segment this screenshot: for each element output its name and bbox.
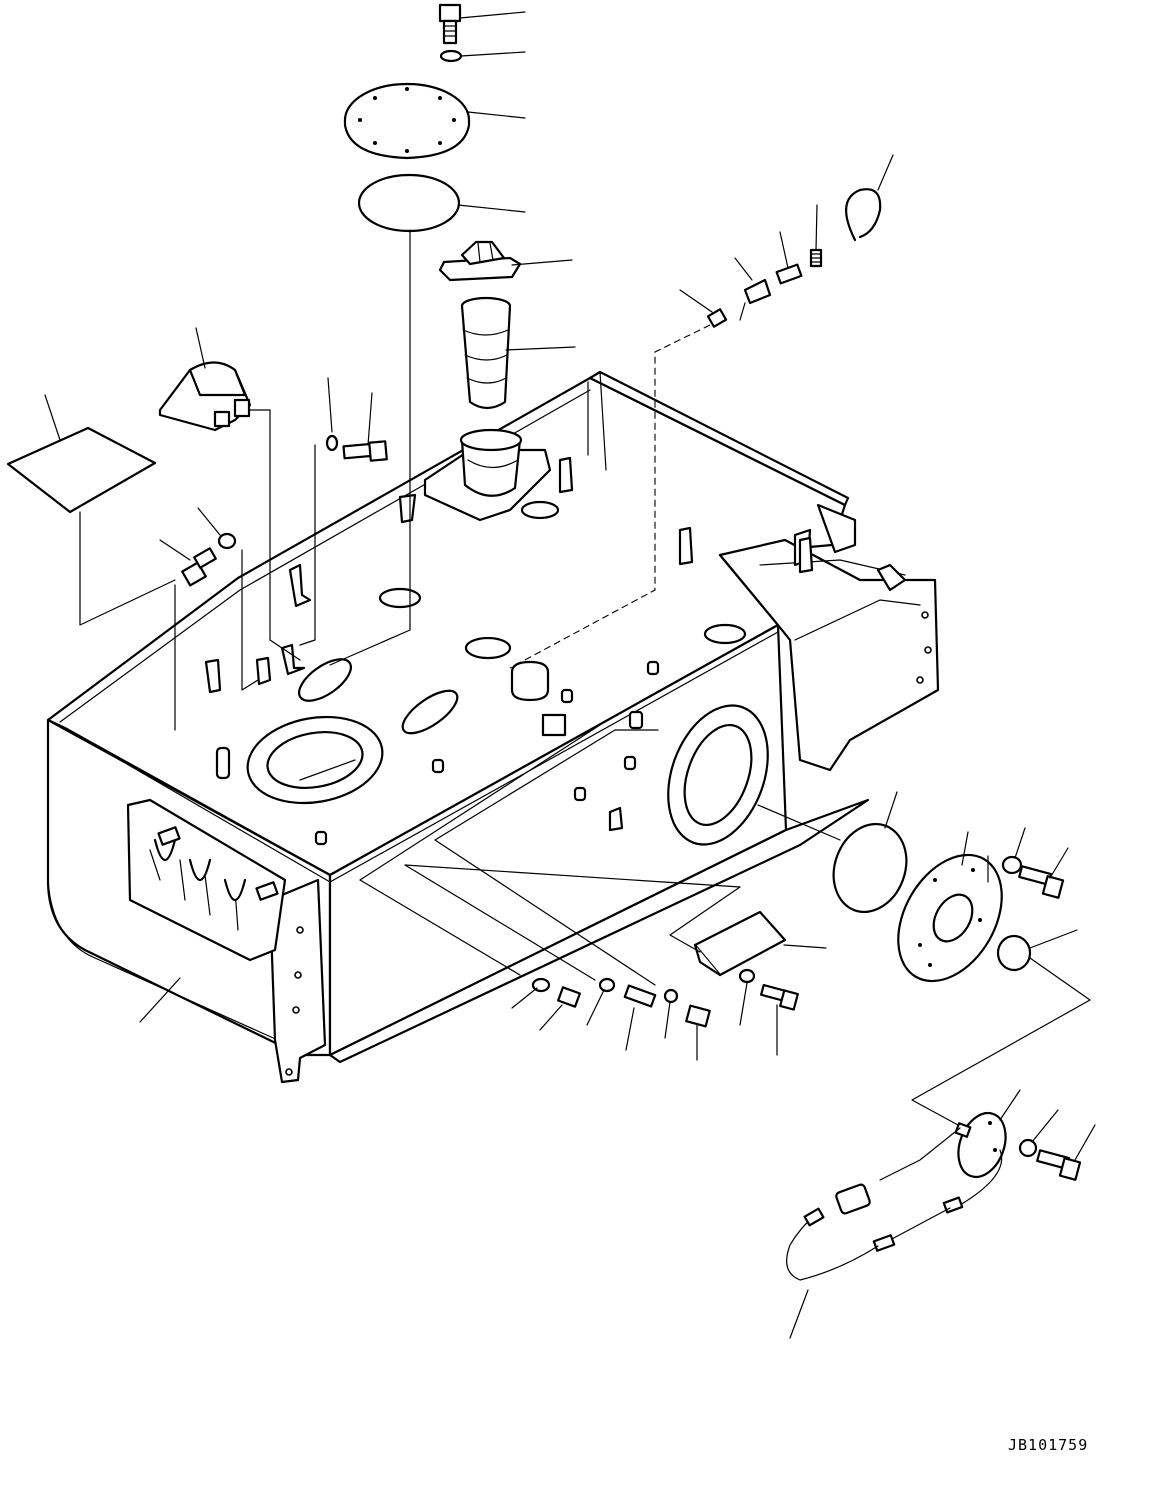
drain-fitting — [743, 278, 772, 305]
fuel-tank-body — [46, 370, 940, 1084]
side-gasket — [832, 822, 908, 914]
drawing-number: JB101759 — [1008, 1436, 1089, 1454]
warning-label — [6, 426, 157, 514]
top-port-flange — [246, 715, 384, 805]
sensor-gasket — [996, 934, 1032, 972]
bracket-washer — [738, 968, 756, 984]
fuel-level-sensor — [786, 1111, 1007, 1281]
filler-neck-base — [423, 428, 552, 522]
top-bosses — [215, 500, 747, 846]
cover-gasket — [357, 173, 461, 233]
cover-plate — [343, 82, 471, 160]
side-cover-bolt — [1018, 865, 1065, 899]
filler-cap — [438, 240, 522, 282]
sensor-washer — [1018, 1138, 1038, 1158]
plug-gasket-3 — [663, 988, 679, 1004]
drain-spring — [809, 248, 823, 268]
drain-elbow — [706, 308, 728, 328]
side-washer — [217, 532, 237, 550]
drain-nipple — [775, 263, 803, 285]
drain-plug-2 — [685, 1004, 711, 1028]
bracket-bolt — [760, 983, 799, 1011]
clamp-washer — [325, 434, 339, 452]
leader-lines — [44, 11, 1096, 1339]
sensor-bolt — [1036, 1149, 1082, 1181]
cover-bolt — [438, 3, 462, 45]
clamp-bolt — [342, 440, 388, 462]
drain-plug-1 — [557, 986, 581, 1008]
temperature-sensor — [623, 984, 657, 1008]
side-port-flange — [667, 704, 769, 846]
mount-bracket — [693, 910, 787, 977]
filler-strainer — [460, 296, 512, 410]
breather-cover — [158, 361, 252, 432]
side-cover-washer — [1001, 855, 1023, 875]
plug-gasket-2 — [598, 977, 616, 993]
cover-washer — [439, 49, 463, 63]
assembly-lines — [79, 229, 1091, 1126]
side-cover-plate — [897, 853, 1003, 983]
drain-hose — [845, 188, 882, 242]
side-bolt — [181, 547, 217, 587]
